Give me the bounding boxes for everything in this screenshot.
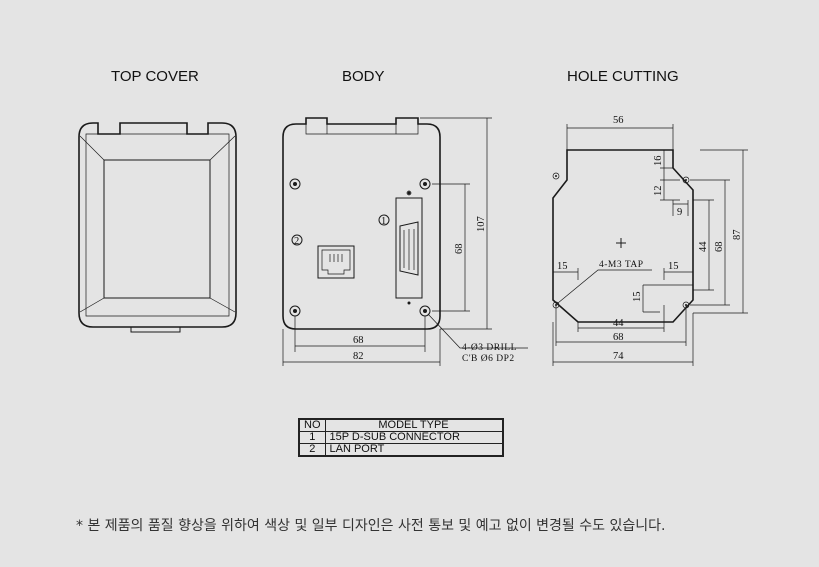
table-row: 2 LAN PORT	[298, 443, 503, 457]
hole-dim-56-lines	[566, 124, 674, 150]
top-cover-bevel-top	[79, 135, 236, 313]
hole-dim-12: 12	[653, 186, 664, 197]
tap-note: 4-M3 TAP	[599, 260, 644, 270]
body-mount-hole-tr	[419, 178, 431, 190]
table-cell-type: 15P D-SUB CONNECTOR	[324, 431, 503, 444]
hole-dim-9-lines	[672, 200, 689, 216]
hole-dim-56: 56	[613, 115, 624, 126]
drill-note-line1: 4-Ø3 DRILL	[462, 343, 517, 353]
hole-dim-15l-lines	[553, 268, 579, 280]
hole-dim-15v-lines	[642, 284, 693, 313]
dsub-connector	[395, 190, 423, 305]
hole-dim-16: 16	[653, 156, 664, 167]
table-header-row: NO MODEL TYPE	[298, 418, 503, 432]
hole-dim-68v: 68	[714, 242, 725, 253]
body-dim-68h: 68	[353, 335, 364, 346]
body-dim-68v: 68	[454, 244, 465, 255]
body-dim-107v-lines	[420, 117, 492, 330]
body-outline	[282, 117, 441, 330]
body-dim-82h-lines	[282, 329, 441, 366]
body-title: BODY	[342, 68, 385, 85]
body-dim-82h: 82	[353, 351, 364, 362]
hole-dim-16-lines	[660, 149, 673, 169]
hole-dim-68h: 68	[613, 332, 624, 343]
lan-port	[317, 245, 355, 279]
body-dim-68h-lines	[294, 316, 426, 352]
hole-dim-87v-lines	[693, 149, 748, 314]
hole-dim-15-right: 15	[668, 261, 679, 272]
center-mark	[616, 238, 626, 248]
body-top-ridge	[305, 124, 419, 135]
table-cell-type: LAN PORT	[324, 443, 503, 457]
hole-dim-15r-lines	[663, 268, 693, 280]
hole-dim-87v: 87	[732, 230, 743, 241]
top-cover-tab-bottom	[130, 327, 181, 333]
hole-dim-68v-lines	[690, 179, 730, 306]
body-mount-hole-tl	[289, 178, 301, 190]
tap-hole-tr	[682, 176, 690, 184]
hole-dim-44h-lines	[577, 305, 665, 332]
hole-dim-68h-lines	[555, 305, 687, 346]
body-view: 2 1 68 107 68 82 4-Ø3 DRILL C'B Ø6 DP2	[282, 117, 528, 366]
technical-drawing: 2 1 68 107 68 82 4-Ø3 DRILL C'B Ø6 DP2	[78, 115, 748, 366]
table-header-no: NO	[298, 418, 326, 432]
callout-1-label: 1	[381, 216, 386, 227]
hole-dim-74h-lines	[552, 313, 694, 366]
hole-dim-15v: 15	[632, 292, 643, 303]
tap-note-leader	[557, 269, 652, 304]
callout-2-label: 2	[294, 236, 299, 247]
top-cover-view	[78, 122, 237, 333]
hole-cutting-title: HOLE CUTTING	[567, 68, 679, 85]
callout-2-circle	[291, 234, 303, 246]
top-cover-title: TOP COVER	[111, 68, 199, 85]
hole-dim-74h: 74	[613, 351, 624, 362]
hole-dim-44h: 44	[613, 318, 624, 329]
hole-dim-15-left: 15	[557, 261, 568, 272]
cutout-diagonal-tl	[552, 179, 568, 199]
disclaimer-text: * 본 제품의 품질 향상을 위하여 색상 및 일부 디자인은 사전 통보 및 …	[76, 518, 666, 534]
table-row: 1 15P D-SUB CONNECTOR	[298, 431, 503, 444]
hole-cutting-view: 56 16 12 9 44 68 87 15 15 4-M3 TAP 15 44…	[552, 115, 748, 366]
table-header-type: MODEL TYPE	[324, 418, 503, 432]
model-type-table: NO MODEL TYPE 1 15P D-SUB CONNECTOR 2 LA…	[298, 418, 504, 457]
table-cell-no: 2	[298, 443, 326, 457]
top-cover-inner-frame	[85, 133, 230, 317]
hole-dim-12-lines	[660, 168, 680, 201]
top-cover-inner-panel	[103, 159, 211, 299]
hole-dim-44v-lines	[693, 199, 714, 291]
drill-note-leader	[427, 313, 528, 349]
hole-dim-9: 9	[677, 207, 682, 218]
callout-1-circle	[378, 214, 390, 226]
table-cell-no: 1	[298, 431, 326, 444]
body-dim-107v: 107	[476, 216, 487, 232]
body-mount-hole-bl	[289, 305, 301, 317]
cutout-outline	[552, 149, 694, 323]
top-cover-outline	[78, 122, 237, 328]
body-dim-68v-lines	[432, 183, 470, 312]
drill-note-line2: C'B Ø6 DP2	[462, 354, 515, 364]
tap-hole-tl	[552, 172, 560, 180]
hole-dim-44v: 44	[698, 241, 709, 252]
